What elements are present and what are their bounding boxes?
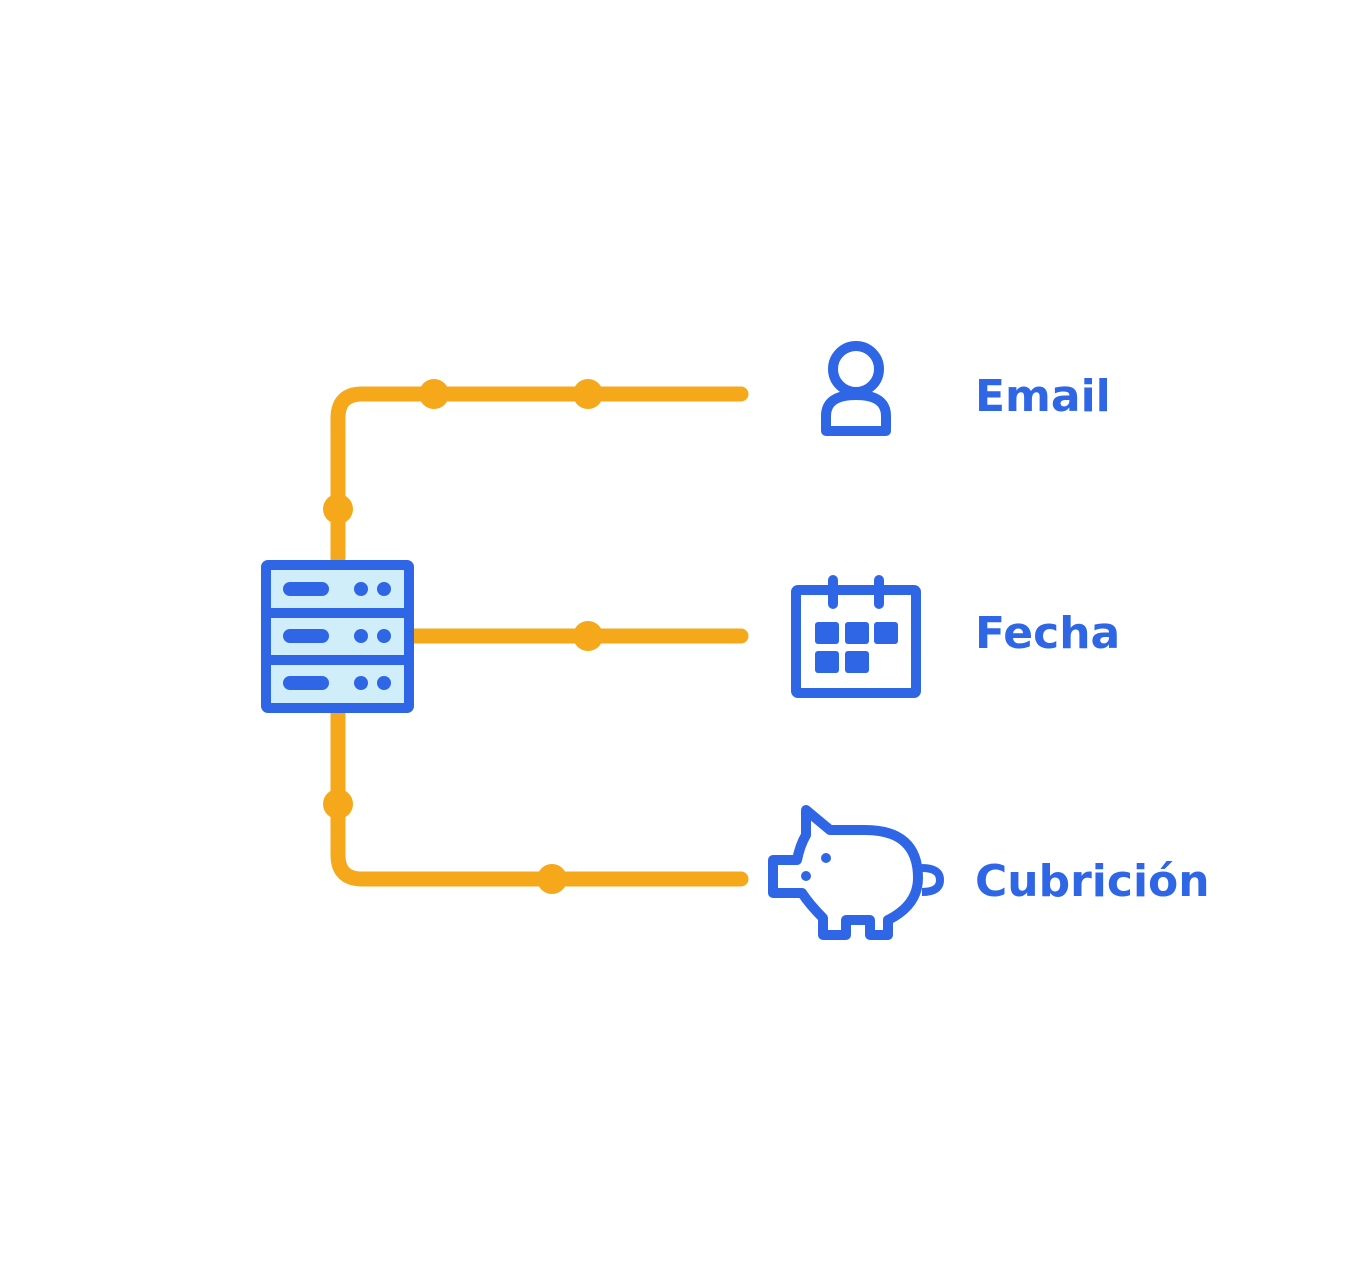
- branch-label-fecha: Fecha: [975, 608, 1121, 659]
- branch-label-cubricion: Cubrición: [975, 856, 1210, 907]
- connector-node: [419, 379, 449, 409]
- connector-node: [323, 789, 353, 819]
- connector-node: [573, 379, 603, 409]
- connector-node: [323, 494, 353, 524]
- calendar-icon: [791, 575, 921, 698]
- connectors: [323, 379, 749, 894]
- piggy-bank-icon: [768, 805, 945, 940]
- server-icon: [261, 560, 414, 713]
- connector-line-cubricion: [330, 703, 749, 887]
- connector-line-email: [330, 386, 749, 570]
- user-icon: [821, 341, 891, 436]
- connector-node: [537, 864, 567, 894]
- branch-label-email: Email: [975, 371, 1111, 422]
- connector-node: [573, 621, 603, 651]
